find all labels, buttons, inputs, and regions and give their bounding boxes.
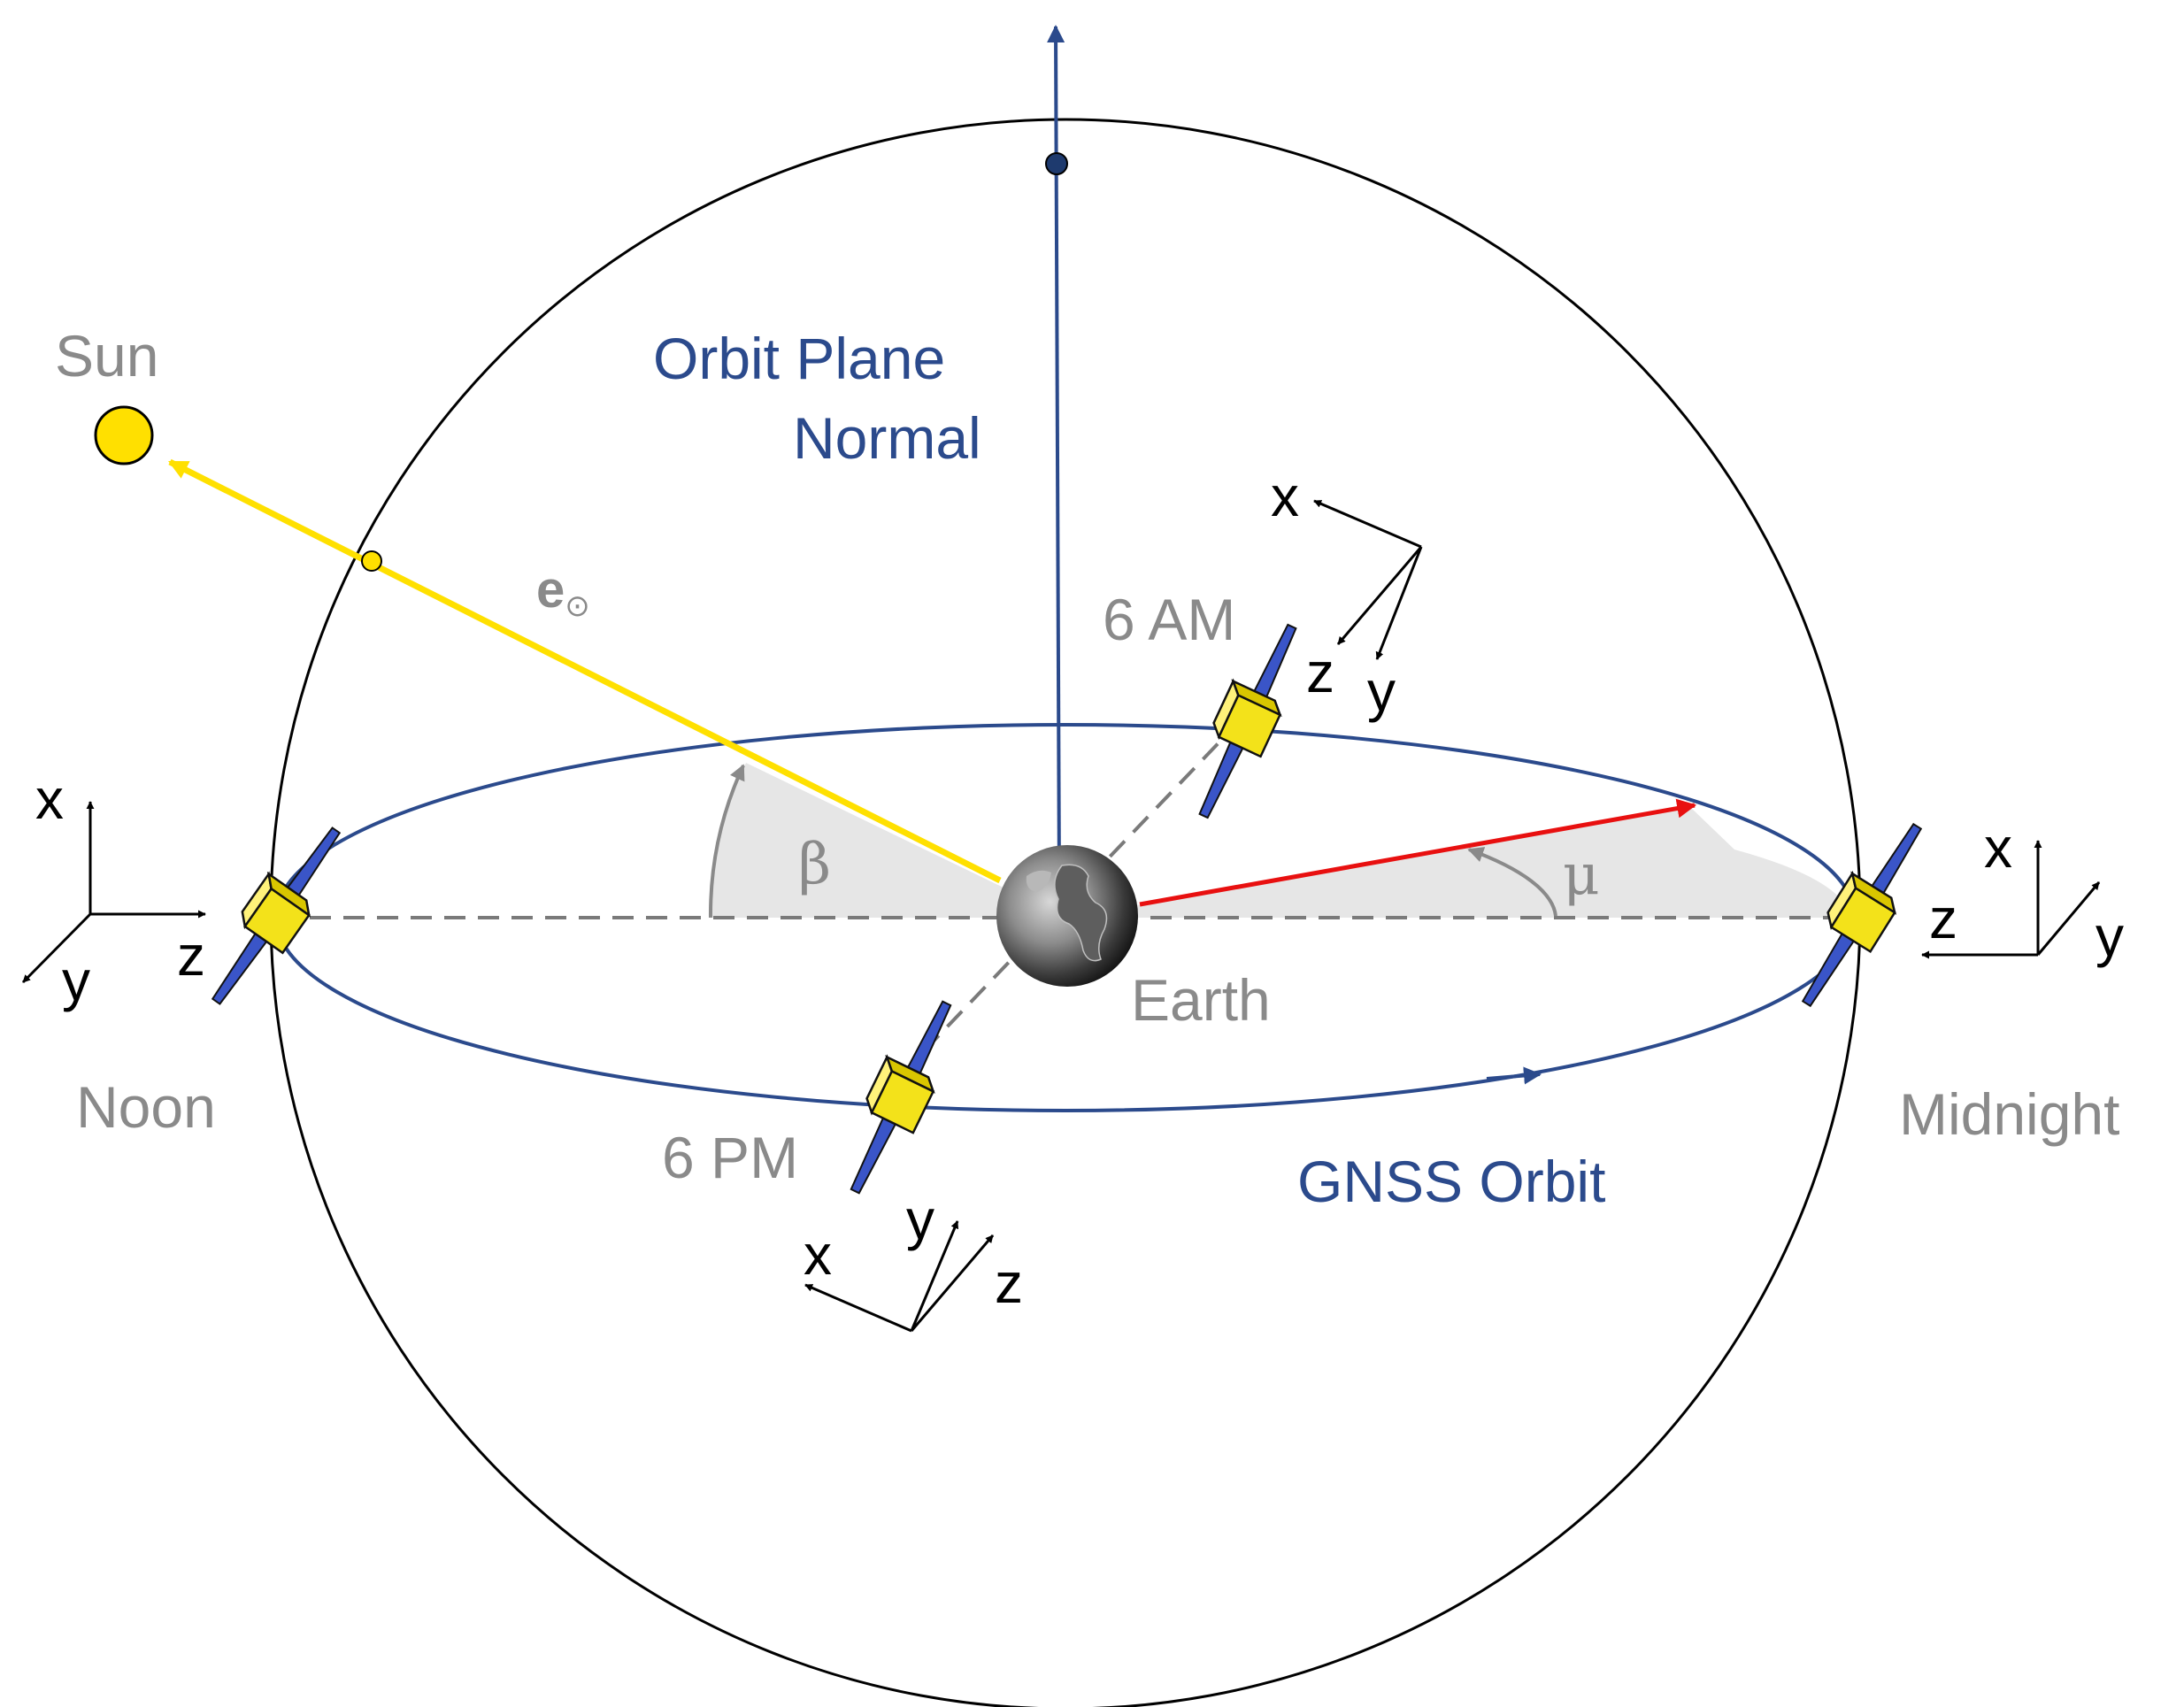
orbit-normal-label-line1: Orbit Plane [653,326,945,391]
6pm-label: 6 PM [662,1125,798,1190]
6pm-body-axes [804,1220,995,1333]
sun-icon [94,405,154,465]
noon-x-label: x [35,767,64,831]
orbit-direction-arrow [1486,1066,1542,1085]
mu-angle-sector [1065,807,1849,918]
noon-y-label: y [62,949,90,1012]
beta-angle-label: β [798,832,831,897]
noon-z-label: z [177,924,205,988]
6pm-x-label: x [804,1223,832,1287]
sun-label: Sun [55,323,158,388]
6am-y-label: y [1367,659,1396,723]
midnight-label: Midnight [1899,1081,2119,1147]
earth-label: Earth [1131,967,1271,1033]
sun-vector-subscript: ⊙ [565,589,590,623]
mu-angle-arc [1467,847,1557,917]
midnight-y-label: y [2096,904,2124,968]
6am-label: 6 AM [1103,587,1235,652]
midnight-body-axes [1921,840,2101,959]
gnss-satellite-icon-6pm [827,988,972,1204]
sun-vector-label: e⊙ [536,561,590,623]
noon-body-axes [21,801,206,984]
beta-angle-arc [708,764,745,919]
sun-vector-symbol: e [536,561,565,619]
satellite-position-vector [1139,798,1697,907]
6pm-z-label: z [995,1251,1023,1315]
6pm-y-label: y [906,1188,934,1251]
6am-x-label: x [1271,465,1299,528]
mu-angle-label: μ [1563,842,1600,908]
midnight-x-label: x [1984,816,2012,880]
noon-label: Noon [76,1074,216,1140]
sun-direction-vector [168,458,1002,884]
gnss-orbit-label: GNSS Orbit [1297,1149,1605,1214]
6am-z-label: z [1306,641,1334,704]
sun-sphere-intersection [361,550,382,572]
orbit-pole-marker [1045,152,1068,175]
orbit-normal-label-line2: Normal [793,405,981,471]
6am-body-axes [1313,499,1423,660]
midnight-z-label: z [1929,887,1957,950]
earth-globe-icon [996,845,1138,987]
beta-angle-sector [710,763,1065,918]
